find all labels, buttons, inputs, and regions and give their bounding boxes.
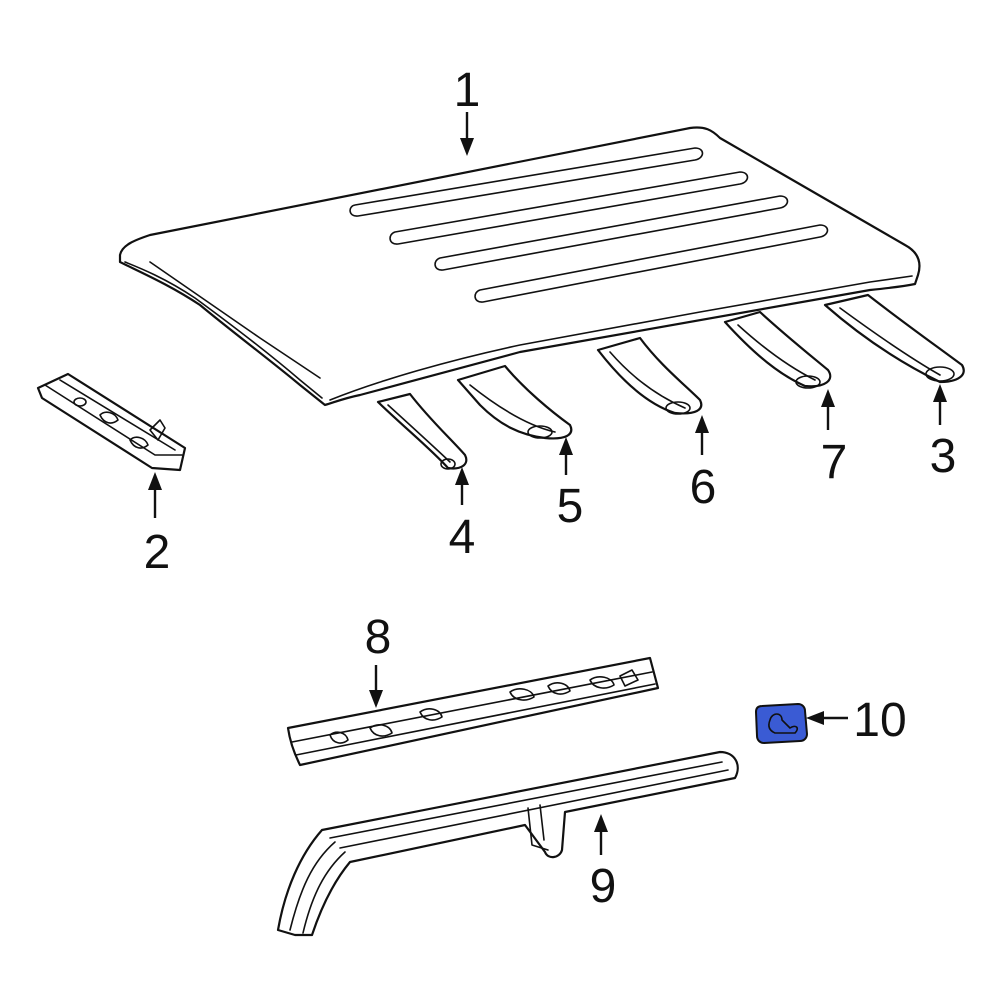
callout-4: 4 (449, 511, 476, 564)
roof-bow-rear (823, 293, 965, 384)
highlighted-clip (754, 702, 809, 745)
callout-10: 10 (853, 694, 906, 747)
callout-arrows (148, 112, 947, 855)
roof-bow-second (456, 364, 573, 440)
roof-bow-front (376, 392, 468, 470)
callout-3: 3 (930, 430, 957, 483)
callout-labels: 1 2 3 4 5 6 7 8 9 10 (144, 64, 957, 913)
front-header (36, 372, 187, 472)
side-rail-inner (286, 656, 660, 767)
side-rail-outer (276, 750, 739, 937)
callout-1: 1 (454, 64, 481, 117)
callout-7: 7 (821, 436, 848, 489)
roof-panel (118, 126, 921, 407)
callout-5: 5 (557, 480, 584, 533)
callout-6: 6 (690, 461, 717, 514)
callout-8: 8 (365, 611, 392, 664)
roof-bow-middle (596, 336, 703, 415)
callout-2: 2 (144, 526, 171, 579)
callout-9: 9 (590, 860, 617, 913)
roof-bow-fourth (723, 310, 832, 389)
